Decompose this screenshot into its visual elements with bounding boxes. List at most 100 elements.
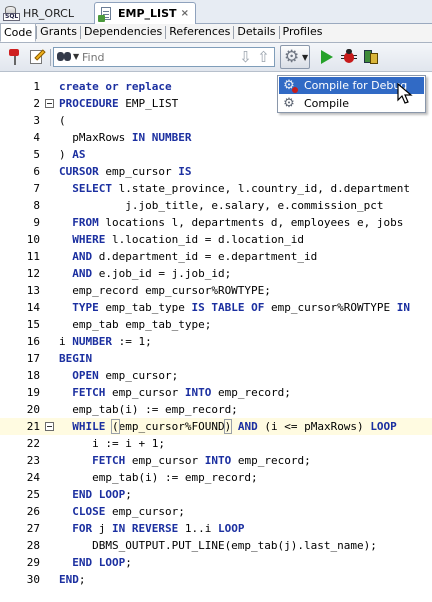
- code-line[interactable]: 12 AND e.job_id = j.job_id;: [0, 265, 432, 282]
- text-token: ;: [125, 556, 132, 569]
- edit-icon[interactable]: [29, 48, 47, 66]
- binoculars-icon[interactable]: ▼: [54, 48, 80, 66]
- code-line[interactable]: 19 FETCH emp_cursor INTO emp_record;: [0, 384, 432, 401]
- find-prev-icon[interactable]: ⇧: [257, 48, 270, 66]
- code-line[interactable]: 28 DBMS_OUTPUT.PUT_LINE(emp_tab(j).last_…: [0, 537, 432, 554]
- text-token: emp_cursor: [105, 386, 185, 399]
- code-text: WHERE l.location_id = d.location_id: [59, 231, 304, 248]
- text-token: e.job_id = j.job_id;: [92, 267, 232, 280]
- fold-collapse-icon[interactable]: [45, 99, 54, 108]
- text-token: [59, 182, 72, 195]
- menu-item-compile[interactable]: ⚙ Compile: [279, 95, 424, 112]
- line-number: 26: [26, 505, 40, 518]
- text-token: locations l, departments d, employees e,…: [98, 216, 404, 229]
- tab-divider: [278, 26, 280, 39]
- keyword-token: FROM: [72, 216, 99, 229]
- code-line[interactable]: 22 i := i + 1;: [0, 435, 432, 452]
- code-text: pMaxRows IN NUMBER: [59, 129, 191, 146]
- code-line[interactable]: 30 END;: [0, 571, 432, 588]
- text-token: := 1;: [112, 335, 152, 348]
- keyword-token: LOOP: [370, 420, 397, 433]
- keyword-token: WHERE: [72, 233, 106, 246]
- code-line[interactable]: 27 FOR j IN REVERSE 1..i LOOP: [0, 520, 432, 537]
- code-line[interactable]: 5) AS: [0, 146, 432, 163]
- tab-details[interactable]: Details: [237, 25, 276, 38]
- code-line[interactable]: 15 emp_tab emp_tab_type;: [0, 316, 432, 333]
- text-token: emp_cursor: [98, 165, 179, 178]
- close-icon[interactable]: ×: [180, 8, 189, 19]
- code-text: FOR j IN REVERSE 1..i LOOP: [59, 520, 244, 537]
- text-token: emp_cursor: [125, 454, 205, 467]
- text-token: l.state_province, l.country_id, d.depart…: [112, 182, 411, 195]
- code-text: WHILE (emp_cursor%FOUND) AND (i <= pMaxR…: [59, 418, 397, 435]
- keyword-token: TYPE: [72, 301, 99, 314]
- code-line[interactable]: 11 AND d.department_id = e.department_id: [0, 248, 432, 265]
- run-icon[interactable]: [318, 48, 336, 66]
- code-line[interactable]: 29 END LOOP;: [0, 554, 432, 571]
- text-token: [59, 556, 72, 569]
- line-number: 1: [33, 80, 40, 93]
- line-number: 3: [33, 114, 40, 127]
- debug-icon[interactable]: [340, 48, 358, 66]
- tab-hr-orcl[interactable]: SQL HR_ORCL: [0, 2, 90, 24]
- code-text: END;: [59, 571, 86, 588]
- code-line[interactable]: 4 pMaxRows IN NUMBER: [0, 129, 432, 146]
- text-token: emp_record;: [211, 386, 291, 399]
- pin-icon[interactable]: [6, 48, 24, 66]
- code-line[interactable]: 21 WHILE (emp_cursor%FOUND) AND (i <= pM…: [0, 418, 432, 435]
- code-line[interactable]: 10 WHERE l.location_id = d.location_id: [0, 231, 432, 248]
- keyword-token: WHILE: [72, 420, 106, 433]
- text-token: (i <= pMaxRows): [257, 420, 371, 433]
- code-line[interactable]: 18 OPEN emp_cursor;: [0, 367, 432, 384]
- code-text: END LOOP;: [59, 554, 132, 571]
- code-text: BEGIN: [59, 350, 92, 367]
- tab-dependencies[interactable]: Dependencies: [83, 25, 163, 38]
- code-text: TYPE emp_tab_type IS TABLE OF emp_cursor…: [59, 299, 410, 316]
- code-line[interactable]: 20 emp_tab(i) := emp_record;: [0, 401, 432, 418]
- line-number: 23: [26, 454, 40, 467]
- find-next-icon[interactable]: ⇩: [239, 48, 252, 66]
- keyword-token: OPEN: [72, 369, 99, 382]
- tab-divider: [79, 26, 81, 39]
- code-text: CLOSE emp_cursor;: [59, 503, 185, 520]
- code-line[interactable]: 26 CLOSE emp_cursor;: [0, 503, 432, 520]
- line-number: 29: [26, 556, 40, 569]
- text-token: 1..i: [178, 522, 218, 535]
- tab-profiles[interactable]: Profiles: [282, 25, 323, 38]
- code-text: FETCH emp_cursor INTO emp_record;: [59, 384, 291, 401]
- menu-item-compile-for-debug[interactable]: ⚙ Compile for Debug: [279, 77, 424, 94]
- tab-code[interactable]: Code: [0, 23, 37, 42]
- editor-sub-tabs: Code Grants Dependencies References Deta…: [0, 23, 432, 43]
- code-text: AND e.job_id = j.job_id;: [59, 265, 231, 282]
- tab-grants[interactable]: Grants: [40, 25, 77, 38]
- line-number-gutter: [0, 73, 56, 602]
- code-line[interactable]: 8 j.job_title, e.salary, e.commission_pc…: [0, 197, 432, 214]
- compile-dropdown-button[interactable]: ⚙ ▼: [280, 45, 310, 69]
- code-line[interactable]: 24 emp_tab(i) := emp_record;: [0, 469, 432, 486]
- find-input[interactable]: [80, 49, 230, 65]
- code-line[interactable]: 9 FROM locations l, departments d, emplo…: [0, 214, 432, 231]
- text-token: [59, 233, 72, 246]
- code-line[interactable]: 25 END LOOP;: [0, 486, 432, 503]
- code-line[interactable]: 3(: [0, 112, 432, 129]
- text-token: d.department_id = e.department_id: [92, 250, 318, 263]
- line-number: 30: [26, 573, 40, 586]
- tab-references[interactable]: References: [169, 25, 231, 38]
- code-line[interactable]: 7 SELECT l.state_province, l.country_id,…: [0, 180, 432, 197]
- fold-collapse-icon[interactable]: [45, 422, 54, 431]
- code-line[interactable]: 14 TYPE emp_tab_type IS TABLE OF emp_cur…: [0, 299, 432, 316]
- code-line[interactable]: 23 FETCH emp_cursor INTO emp_record;: [0, 452, 432, 469]
- tab-emp-list[interactable]: EMP_LIST ×: [94, 2, 196, 24]
- db-connection-icon: SQL: [3, 5, 21, 21]
- keyword-token: LOOP: [217, 522, 245, 535]
- text-token: DBMS_OUTPUT.PUT_LINE(emp_tab(j).last_nam…: [59, 539, 377, 552]
- keyword-token: AS: [72, 148, 86, 161]
- code-line[interactable]: 13 emp_record emp_cursor%ROWTYPE;: [0, 282, 432, 299]
- profile-icon[interactable]: [362, 48, 380, 66]
